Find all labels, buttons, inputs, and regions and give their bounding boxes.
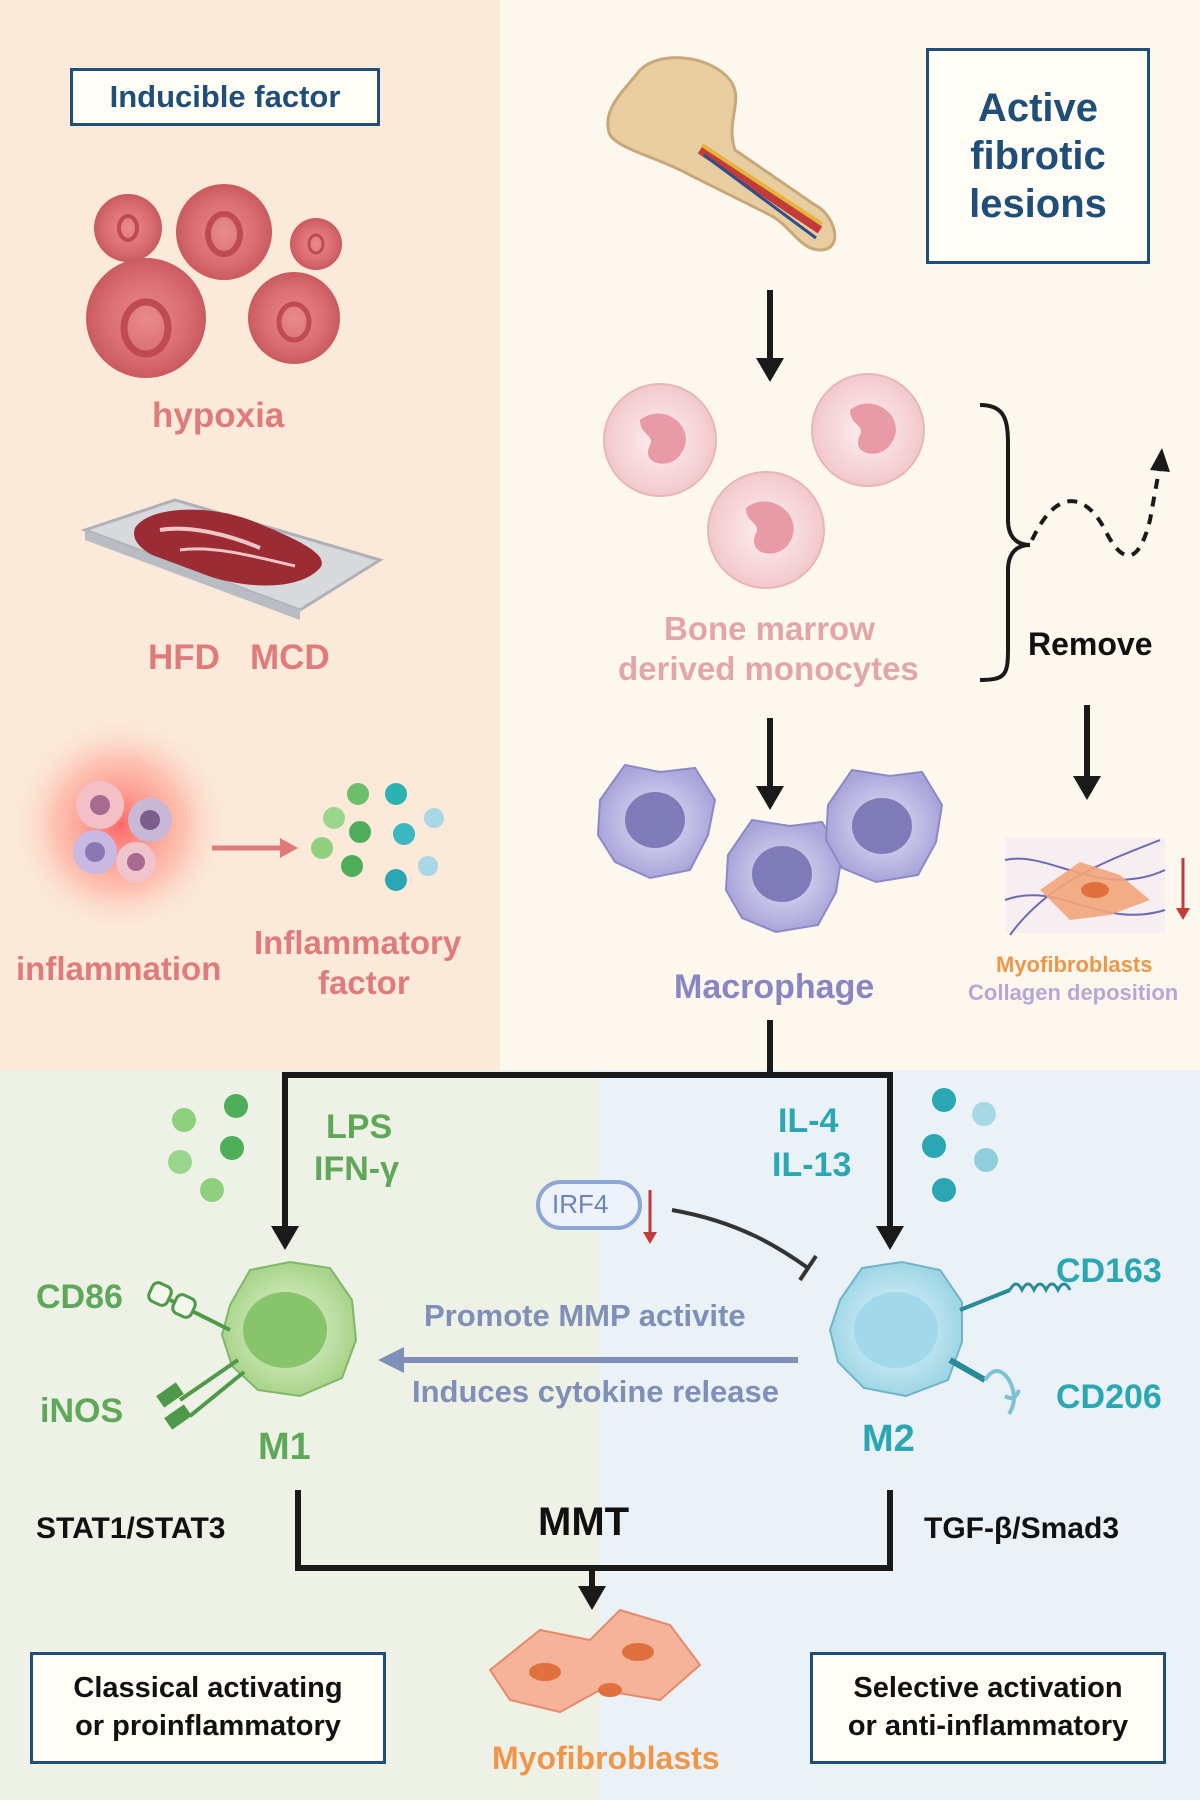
m2-label: M2 xyxy=(862,1418,915,1460)
collagen-deposition-label: Collagen deposition xyxy=(968,980,1179,1005)
m2-macrophage-icon xyxy=(828,1260,1072,1416)
cd206-label: CD206 xyxy=(1056,1378,1162,1416)
monocytes-label-2: derived monocytes xyxy=(618,650,919,687)
myofibroblasts-label: Myofibroblasts xyxy=(492,1740,720,1776)
promote-mmp-label: Promote MMP activite xyxy=(424,1298,746,1333)
induces-cytokine-label: Induces cytokine release xyxy=(412,1374,780,1409)
macrophage-cells-icon xyxy=(596,763,944,934)
macrophage-label: Macrophage xyxy=(674,968,875,1006)
mmt-label: MMT xyxy=(538,1500,630,1544)
meat-tray-icon xyxy=(80,498,384,620)
remove-brace xyxy=(979,403,1170,682)
m2-stimuli-dots-icon xyxy=(922,1088,998,1202)
il4-label: IL-4 xyxy=(778,1102,839,1140)
lesions-title-line-3: lesions xyxy=(969,182,1107,226)
lesions-title-line-2: fibrotic xyxy=(970,134,1106,178)
inducible-factor-box: Inducible factor xyxy=(70,68,380,126)
lesions-title-line-1: Active xyxy=(977,86,1099,130)
cd86-label: CD86 xyxy=(36,1278,123,1316)
selective-activation-box: Selective activation or anti-inflammator… xyxy=(810,1652,1166,1764)
m1-stimuli-dots-icon xyxy=(168,1094,248,1202)
inflammatory-factor-dots-icon xyxy=(311,783,444,891)
mcd-label: MCD xyxy=(250,638,330,677)
m1-box-line-1: Classical activating xyxy=(73,1672,343,1705)
monocytes-label-1: Bone marrow xyxy=(664,610,875,647)
myofibroblast-collagen-icon xyxy=(1004,838,1190,936)
inducible-factor-title: Inducible factor xyxy=(109,79,341,114)
m2-to-m1-arrow xyxy=(378,1347,798,1373)
stat-pathway-label: STAT1/STAT3 xyxy=(36,1512,226,1545)
m1-macrophage-icon xyxy=(147,1260,358,1430)
irf4-label: IRF4 xyxy=(552,1189,609,1219)
m1-label: M1 xyxy=(258,1426,311,1468)
monocyte-to-macrophage-arrow xyxy=(756,718,784,810)
m1-box-line-2: or proinflammatory xyxy=(75,1710,341,1742)
inflammatory-factor-label-2: factor xyxy=(318,964,410,1001)
irf4-pill xyxy=(536,1180,818,1282)
lps-label: LPS xyxy=(326,1108,393,1146)
mmt-lines xyxy=(295,1490,893,1610)
cd163-label: CD163 xyxy=(1056,1252,1162,1290)
myofibroblasts-small-label: Myofibroblasts xyxy=(996,952,1153,977)
myofibroblasts-icon xyxy=(488,1608,702,1714)
il13-label: IL-13 xyxy=(772,1146,852,1184)
inos-label: iNOS xyxy=(40,1392,124,1430)
bone-to-monocyte-arrow xyxy=(756,290,784,382)
inflammation-label: inflammation xyxy=(16,950,222,987)
inflammatory-factor-label-1: Inflammatory xyxy=(254,924,462,961)
hfd-label: HFD xyxy=(148,638,220,677)
macrophage-split-lines xyxy=(271,1020,904,1250)
tgf-smad-pathway-label: TGF-β/Smad3 xyxy=(924,1512,1119,1545)
inflammation-cells-icon xyxy=(10,715,230,935)
classical-activation-box: Classical activating or proinflammatory xyxy=(30,1652,386,1764)
ifn-gamma-label: IFN-γ xyxy=(314,1150,399,1188)
m2-box-line-2: or anti-inflammatory xyxy=(847,1710,1129,1742)
red-blood-cells-icon xyxy=(86,184,342,378)
m2-box-line-1: Selective activation xyxy=(853,1672,1123,1705)
remove-to-myofibroblast-arrow xyxy=(1073,705,1101,800)
monocyte-cells-icon xyxy=(603,373,925,589)
remove-label: Remove xyxy=(1028,626,1153,662)
bone-marrow-icon xyxy=(606,56,837,252)
inflammation-to-factor-arrow xyxy=(212,838,298,858)
hypoxia-label: hypoxia xyxy=(152,396,285,435)
active-fibrotic-lesions-box: Active fibrotic lesions xyxy=(926,48,1150,264)
